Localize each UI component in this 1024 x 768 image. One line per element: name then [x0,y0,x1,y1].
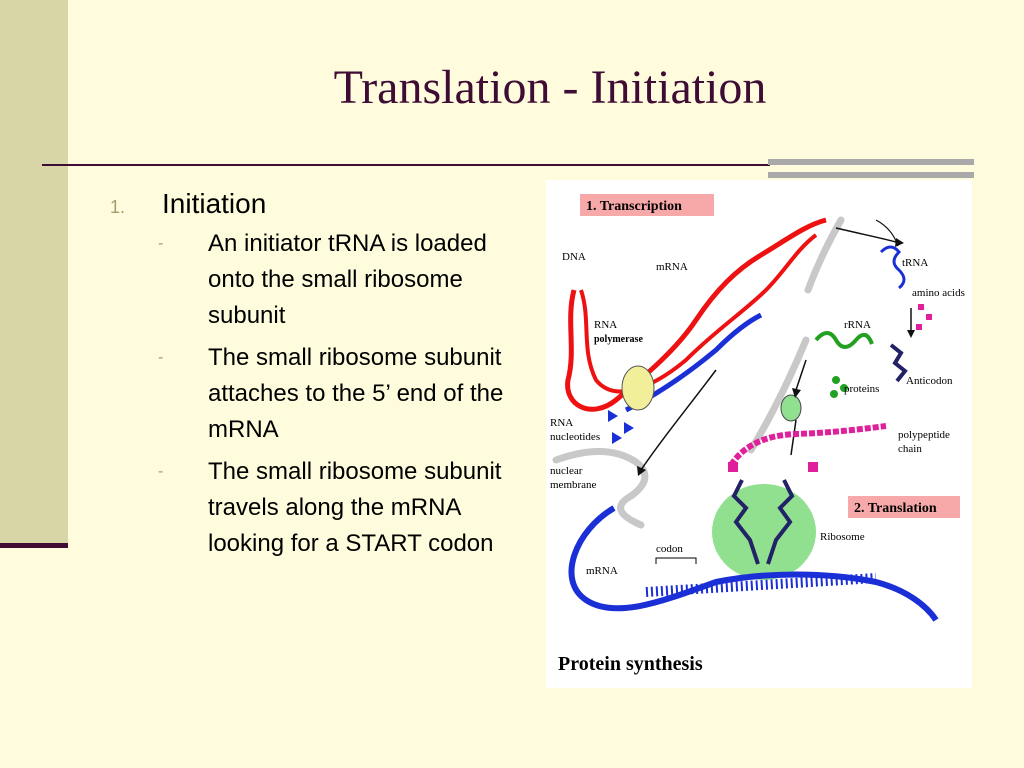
amino-acid-on-trna [728,462,738,472]
charged-trna [889,343,908,383]
amino-acid [916,324,922,330]
figure-caption: Protein synthesis [558,653,703,675]
nuclear-membrane [552,448,649,529]
polypeptide-label: chain [898,443,922,455]
process-arrow [835,227,897,243]
nuclear-membrane-segment [747,336,810,454]
process-arrow [795,359,807,391]
codon-label: codon [656,543,683,555]
rna-nucleotide [624,422,634,434]
small-subunit-assembly [780,394,802,422]
title-gray-bar-top [768,159,974,165]
sub-bullet-marker: - [158,463,164,480]
polypeptide-chain [728,423,887,467]
process-arrow [875,219,899,247]
list-item-label: Initiation [162,188,267,219]
rna-polymerase-label: polymerase [594,334,643,345]
amino-acid [918,304,924,310]
left-decorative-band [0,0,68,545]
process-arrow [790,419,797,456]
proteins-label: proteins [844,383,879,395]
sub-bullet-marker: - [158,349,164,366]
dna-label: DNA [562,251,586,263]
codon-bracket [655,557,697,564]
protein-synthesis-figure: 1. Transcription DNA mRNA RNA polymerase… [546,180,972,688]
sub-bullet-marker: - [158,235,164,252]
title-underline [42,164,770,166]
nuclear-membrane-label: nuclear [550,465,583,477]
list-item-initiation: 1. Initiation [110,188,530,220]
mrna-codon-ticks [645,573,877,597]
transcription-label-box [580,194,714,216]
mrna-strand [568,505,939,622]
rna-nucleotides-label: nucleotides [550,431,600,443]
ribosome-label: Ribosome [820,531,865,543]
trna-on-ribosome [766,479,795,565]
anticodon-label: Anticodon [906,375,953,387]
title-gray-bar-bottom [768,172,974,178]
sub-bullet-text: An initiator tRNA is loaded onto the sma… [208,230,487,329]
bullet-list: 1. Initiation - An initiator tRNA is loa… [110,188,530,568]
sub-bullet-text: The small ribosome subunit travels along… [208,458,502,557]
amino-acid [926,314,932,320]
nuclear-membrane-segment [804,216,845,294]
sub-bullet-3: - The small ribosome subunit travels alo… [110,454,530,562]
trna-on-ribosome [731,479,760,565]
ribosome-large-subunit [712,484,816,580]
rna-nucleotides-label: RNA [550,417,573,429]
arrowhead [637,466,646,476]
sub-bullet-2: - The small ribosome subunit attaches to… [110,340,530,448]
rna-nucleotide [612,432,622,444]
slide-title: Translation - Initiation [333,61,767,114]
arrowhead [792,388,801,398]
rna-polymerase [621,365,655,411]
transcription-label: 1. Transcription [586,199,682,214]
sub-bullet-1: - An initiator tRNA is loaded onto the s… [110,226,530,334]
arrowhead [907,330,915,338]
protein-particle [832,376,840,384]
amino-acids-label: amino acids [912,287,965,299]
rna-polymerase-label: RNA [594,319,617,331]
rrna-label: rRNA [844,319,871,331]
nuclear-membrane-label: membrane [550,479,597,491]
sub-bullet-text: The small ribosome subunit attaches to t… [208,344,504,443]
mrna-bottom-label: mRNA [586,565,618,577]
list-item-number: 1. [110,197,126,217]
translation-label: 2. Translation [854,501,937,516]
rna-nucleotide [608,410,618,422]
protein-particle [830,390,838,398]
amino-acid-on-trna [808,462,818,472]
trna-label: tRNA [902,257,928,269]
dna-strand [565,217,827,412]
translation-label-box [848,496,960,518]
protein-particle [840,384,848,392]
left-band-rule [0,543,68,548]
mrna-top-label: mRNA [656,261,688,273]
process-arrow [640,369,717,471]
rrna-molecule [814,331,874,349]
trna-molecule [879,245,906,290]
dna-strand-complement [579,233,818,394]
polypeptide-label: polypeptide [898,429,950,441]
protein-synthesis-diagram: 1. Transcription DNA mRNA RNA polymerase… [550,194,965,675]
